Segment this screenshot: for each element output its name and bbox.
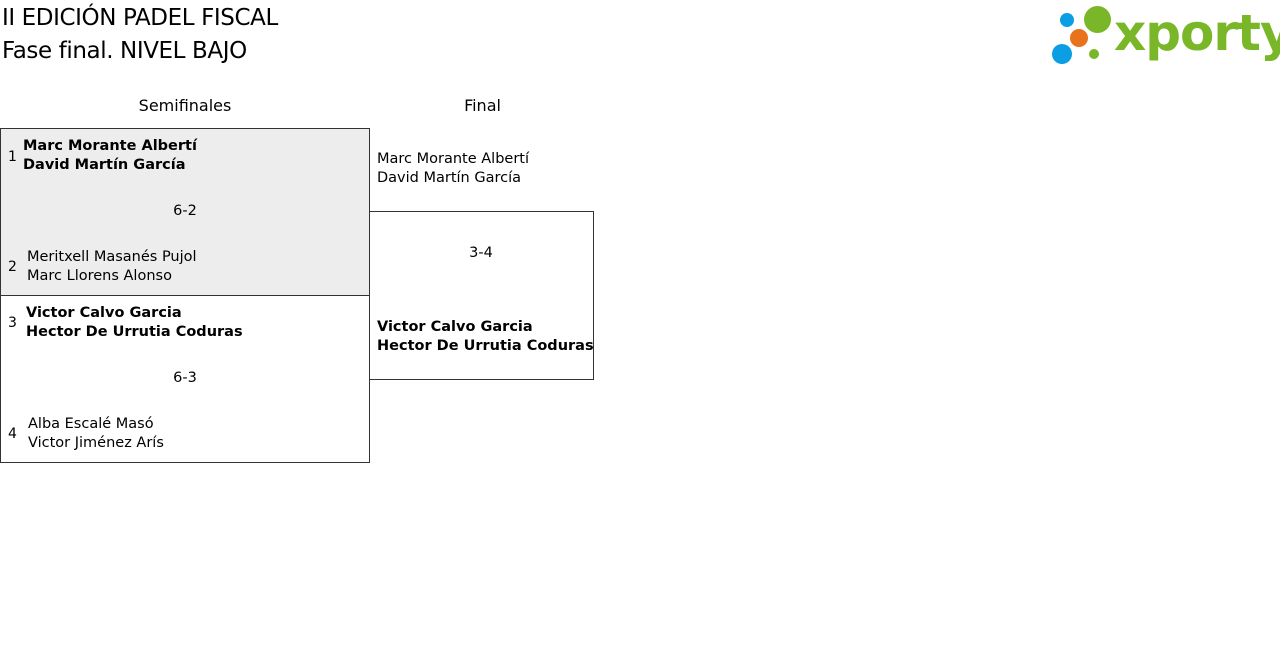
player-name: Alba Escalé Masó <box>28 416 154 432</box>
seed-number: 2 <box>8 259 17 275</box>
player-name: Marc Llorens Alonso <box>27 268 172 284</box>
player-name: David Martín García <box>23 157 186 173</box>
logo-dot-blue-small <box>1060 13 1074 27</box>
logo-dot-blue-large <box>1052 44 1072 64</box>
final-team-bottom[interactable]: Victor Calvo Garcia Hector De Urrutia Co… <box>377 318 594 356</box>
player-name: Meritxell Masanés Pujol <box>27 249 197 265</box>
seed-number: 4 <box>8 426 17 442</box>
tournament-title: II EDICIÓN PADEL FISCAL Fase final. NIVE… <box>2 2 278 68</box>
logo-dot-green <box>1084 6 1111 33</box>
semifinal-match-2[interactable]: 3 Victor Calvo Garcia Hector De Urrutia … <box>0 295 370 463</box>
match-score: 6-3 <box>173 370 197 386</box>
seed-number: 1 <box>8 149 17 165</box>
logo-dot-green-small <box>1089 49 1099 59</box>
semifinal-match-1[interactable]: 1 Marc Morante Albertí David Martín Garc… <box>0 128 370 296</box>
team-entry[interactable]: Marc Morante Albertí David Martín García <box>23 137 197 175</box>
logo-dot-orange <box>1070 29 1088 47</box>
player-name: Victor Calvo Garcia <box>26 305 182 321</box>
player-name: Marc Morante Albertí <box>23 138 197 154</box>
player-name: Hector De Urrutia Coduras <box>377 338 594 354</box>
seed-number: 3 <box>8 315 17 331</box>
team-entry[interactable]: Victor Calvo Garcia Hector De Urrutia Co… <box>26 304 243 342</box>
title-line-phase: Fase final. NIVEL BAJO <box>2 38 247 64</box>
player-name: David Martín García <box>377 170 521 186</box>
final-team-top[interactable]: Marc Morante Albertí David Martín García <box>377 150 529 188</box>
round-header-final: Final <box>464 96 501 115</box>
title-line-edition: II EDICIÓN PADEL FISCAL <box>2 5 278 31</box>
round-header-semifinals: Semifinales <box>138 96 232 115</box>
team-entry[interactable]: Alba Escalé Masó Victor Jiménez Arís <box>28 415 164 453</box>
player-name: Marc Morante Albertí <box>377 151 530 167</box>
xporty-logo[interactable]: xporty <box>1050 4 1280 68</box>
final-match[interactable]: 3-4 <box>369 211 594 380</box>
match-score: 6-2 <box>173 203 197 219</box>
player-name: Hector De Urrutia Coduras <box>26 324 243 340</box>
player-name: Victor Jiménez Arís <box>28 435 164 451</box>
match-score: 3-4 <box>469 245 493 261</box>
team-entry[interactable]: Meritxell Masanés Pujol Marc Llorens Alo… <box>27 248 197 286</box>
player-name: Victor Calvo Garcia <box>377 319 533 335</box>
logo-wordmark: xporty <box>1114 4 1280 62</box>
